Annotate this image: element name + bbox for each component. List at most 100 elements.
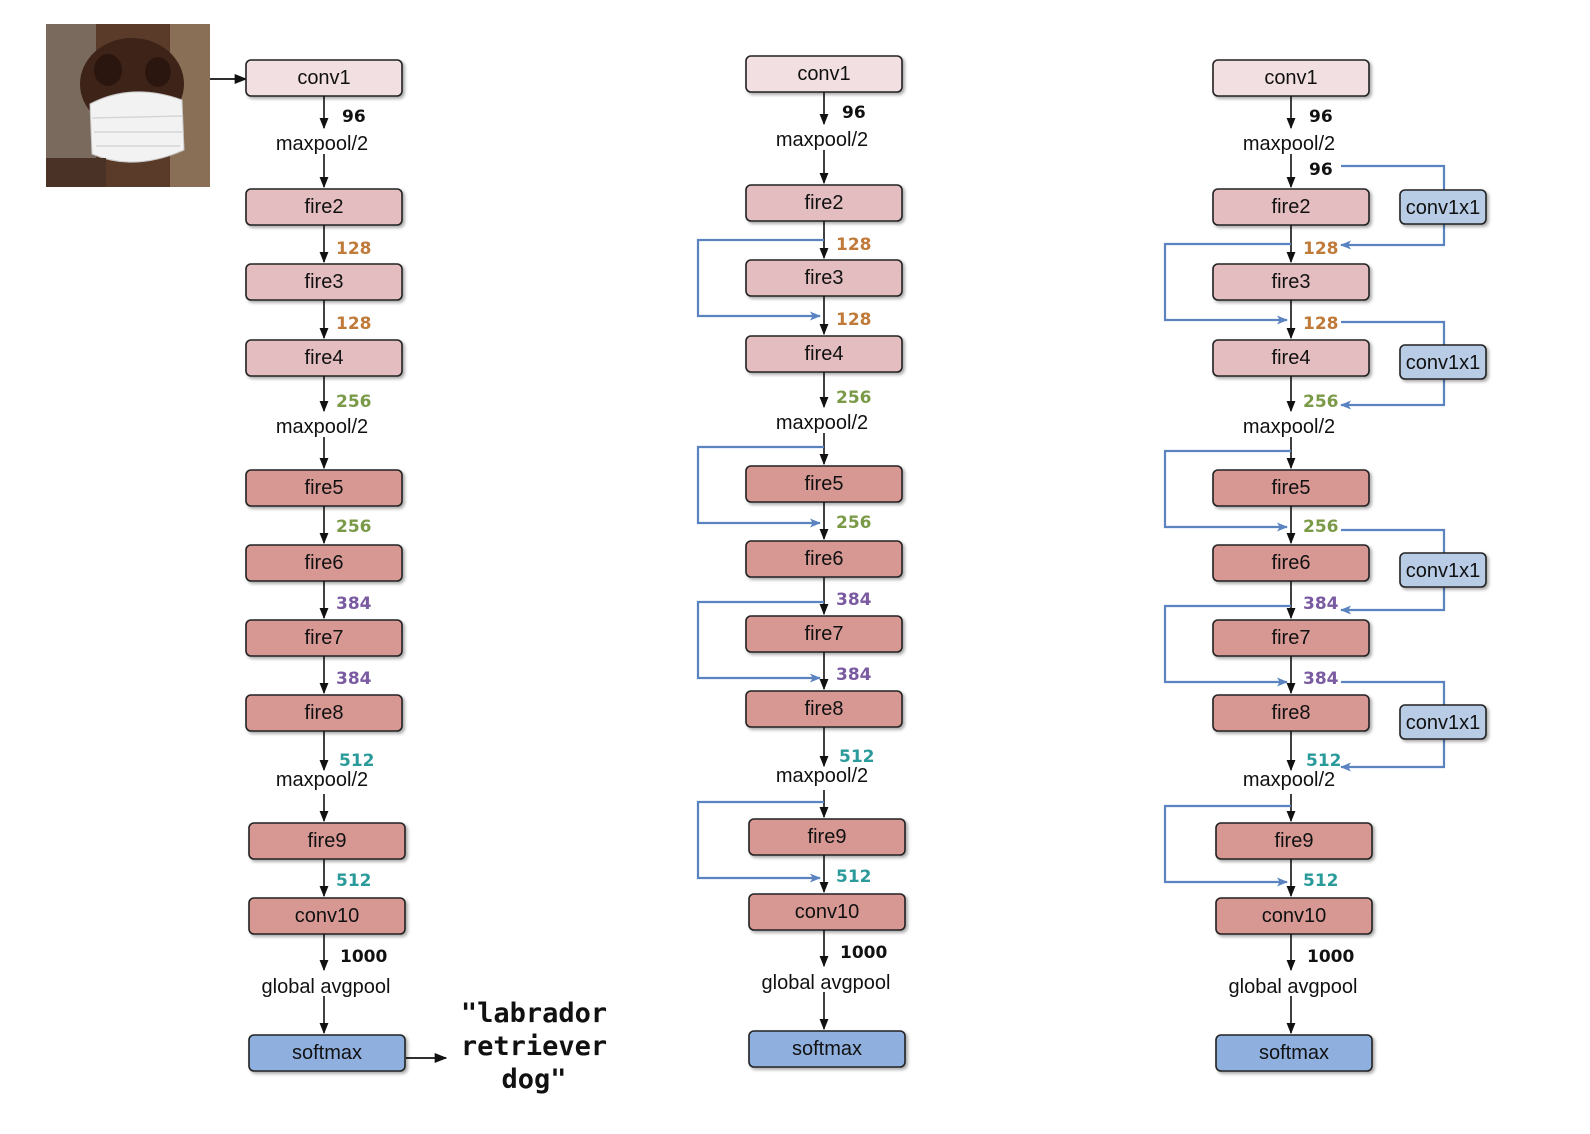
channel-label-96-bypass: 96 <box>1309 160 1333 180</box>
layer-label-fire4: fire4 <box>305 347 344 369</box>
layer-label-softmax: softmax <box>792 1038 862 1060</box>
layer-box-softmax <box>248 1034 406 1072</box>
channel-label-384: 384 <box>336 669 372 689</box>
channel-label-384: 384 <box>336 594 372 614</box>
channel-label-512-pool: 512 <box>839 747 875 767</box>
layer-label-fire8: fire8 <box>305 702 344 724</box>
maxpool-label-2: maxpool/2 <box>276 416 368 438</box>
layer-label-fire2: fire2 <box>1272 196 1311 218</box>
layer-label-fire9: fire9 <box>808 826 847 848</box>
output-label-line3: dog" <box>501 1064 566 1095</box>
simple-bypass-fire3 <box>1163 242 1291 325</box>
conv1x1-box-fire8 <box>1399 704 1487 740</box>
simple-bypass-fire9 <box>1163 804 1291 887</box>
channel-label-512: 512 <box>836 867 872 887</box>
channel-label-256: 256 <box>1303 517 1339 537</box>
layer-label-softmax: softmax <box>1259 1042 1329 1064</box>
layer-box-conv10 <box>748 893 906 931</box>
layer-label-fire3: fire3 <box>1272 271 1311 293</box>
layer-label-fire7: fire7 <box>305 627 344 649</box>
simple-bypass-fire5 <box>1163 449 1291 532</box>
layer-label-fire6: fire6 <box>1272 552 1311 574</box>
channel-label-128: 128 <box>1303 314 1339 334</box>
channel-label-96: 96 <box>1309 107 1333 127</box>
column-squeezenet: conv1 fire2 fire3 fire4 fire5 fire6 fire7 fire8… <box>245 59 406 1072</box>
simple-bypass-fire3 <box>696 238 824 321</box>
channel-label-96: 96 <box>342 107 366 127</box>
layer-box-conv10 <box>248 897 406 935</box>
simple-bypass-fire7 <box>696 600 824 683</box>
output-label-line2: retriever <box>461 1031 607 1062</box>
maxpool-label-3: maxpool/2 <box>1243 769 1335 791</box>
layer-label-fire2: fire2 <box>305 196 344 218</box>
layer-label-conv10: conv10 <box>795 901 860 923</box>
layer-label-fire2: fire2 <box>805 192 844 214</box>
column-complex-bypass: conv1fire2fire3fire4fire5fire6fire7fire8… <box>1163 59 1487 1072</box>
channel-label-128: 128 <box>336 239 372 259</box>
layer-box-fire9 <box>1215 822 1373 860</box>
maxpool-label-3: maxpool/2 <box>276 769 368 791</box>
maxpool-label-2: maxpool/2 <box>1243 416 1335 438</box>
simple-bypass-fire7 <box>1163 604 1291 687</box>
conv1x1-box-fire6 <box>1399 552 1487 588</box>
layer-label-conv10: conv10 <box>1262 905 1327 927</box>
layer-box-conv10 <box>1215 897 1373 935</box>
conv1x1-box-fire4 <box>1399 344 1487 380</box>
channel-label-1000: 1000 <box>340 947 387 967</box>
maxpool-label-1: maxpool/2 <box>776 129 868 151</box>
channel-label-128: 128 <box>336 314 372 334</box>
channel-label-1000: 1000 <box>1307 947 1354 967</box>
layer-box-softmax <box>1215 1034 1373 1072</box>
layer-label-fire5: fire5 <box>305 477 344 499</box>
conv1x1-label-fire8: conv1x1 <box>1406 712 1481 734</box>
maxpool-label-2: maxpool/2 <box>776 412 868 434</box>
output-label-line1: "labrador <box>461 998 607 1029</box>
channel-label-256: 256 <box>836 513 872 533</box>
layer-label-fire9: fire9 <box>1275 830 1314 852</box>
layer-box-fire9 <box>248 822 406 860</box>
conv1x1-label-fire4: conv1x1 <box>1406 352 1481 374</box>
layer-label-fire6: fire6 <box>805 548 844 570</box>
simple-bypass-fire9 <box>696 800 824 883</box>
maxpool-label-3: maxpool/2 <box>776 765 868 787</box>
layer-label-fire4: fire4 <box>805 343 844 365</box>
simple-bypass-fire5 <box>696 445 824 528</box>
layer-label-softmax: softmax <box>292 1042 362 1064</box>
channel-label-512-pool: 512 <box>1306 751 1342 771</box>
avgpool-label: global avgpool <box>762 972 891 994</box>
conv1x1-label-fire6: conv1x1 <box>1406 560 1481 582</box>
channel-label-1000: 1000 <box>840 943 887 963</box>
channel-label-128: 128 <box>836 235 872 255</box>
layer-label-fire7: fire7 <box>805 623 844 645</box>
conv1x1-box-fire2 <box>1399 189 1487 225</box>
conv1x1-label-fire2: conv1x1 <box>1406 197 1481 219</box>
maxpool-label-1: maxpool/2 <box>1243 133 1335 155</box>
layer-label-fire3: fire3 <box>305 271 344 293</box>
channel-label-128: 128 <box>836 310 872 330</box>
channel-label-384: 384 <box>836 665 872 685</box>
layer-label-fire3: fire3 <box>805 267 844 289</box>
channel-label-96: 96 <box>842 103 866 123</box>
column-simple-bypass: conv1 fire2 fire3 fire4 fire5 fire6 fire7 fire8… <box>696 55 906 1068</box>
maxpool-label-1: maxpool/2 <box>276 133 368 155</box>
layer-label-conv1: conv1 <box>297 67 350 89</box>
layer-label-fire9: fire9 <box>308 830 347 852</box>
channel-label-128: 128 <box>1303 239 1339 259</box>
layer-label-fire5: fire5 <box>805 473 844 495</box>
layer-label-conv1: conv1 <box>797 63 850 85</box>
channel-label-256: 256 <box>336 392 372 412</box>
layer-label-fire8: fire8 <box>805 698 844 720</box>
channel-label-512: 512 <box>336 871 372 891</box>
channel-label-256: 256 <box>1303 392 1339 412</box>
channel-label-384: 384 <box>1303 594 1339 614</box>
avgpool-label: global avgpool <box>1229 976 1358 998</box>
channel-label-256: 256 <box>836 388 872 408</box>
layer-label-conv1: conv1 <box>1264 67 1317 89</box>
layer-label-conv10: conv10 <box>295 905 360 927</box>
layer-label-fire6: fire6 <box>305 552 344 574</box>
layer-label-fire5: fire5 <box>1272 477 1311 499</box>
layer-label-fire4: fire4 <box>1272 347 1311 369</box>
layer-box-softmax <box>748 1030 906 1068</box>
input-dog-image <box>46 24 210 187</box>
